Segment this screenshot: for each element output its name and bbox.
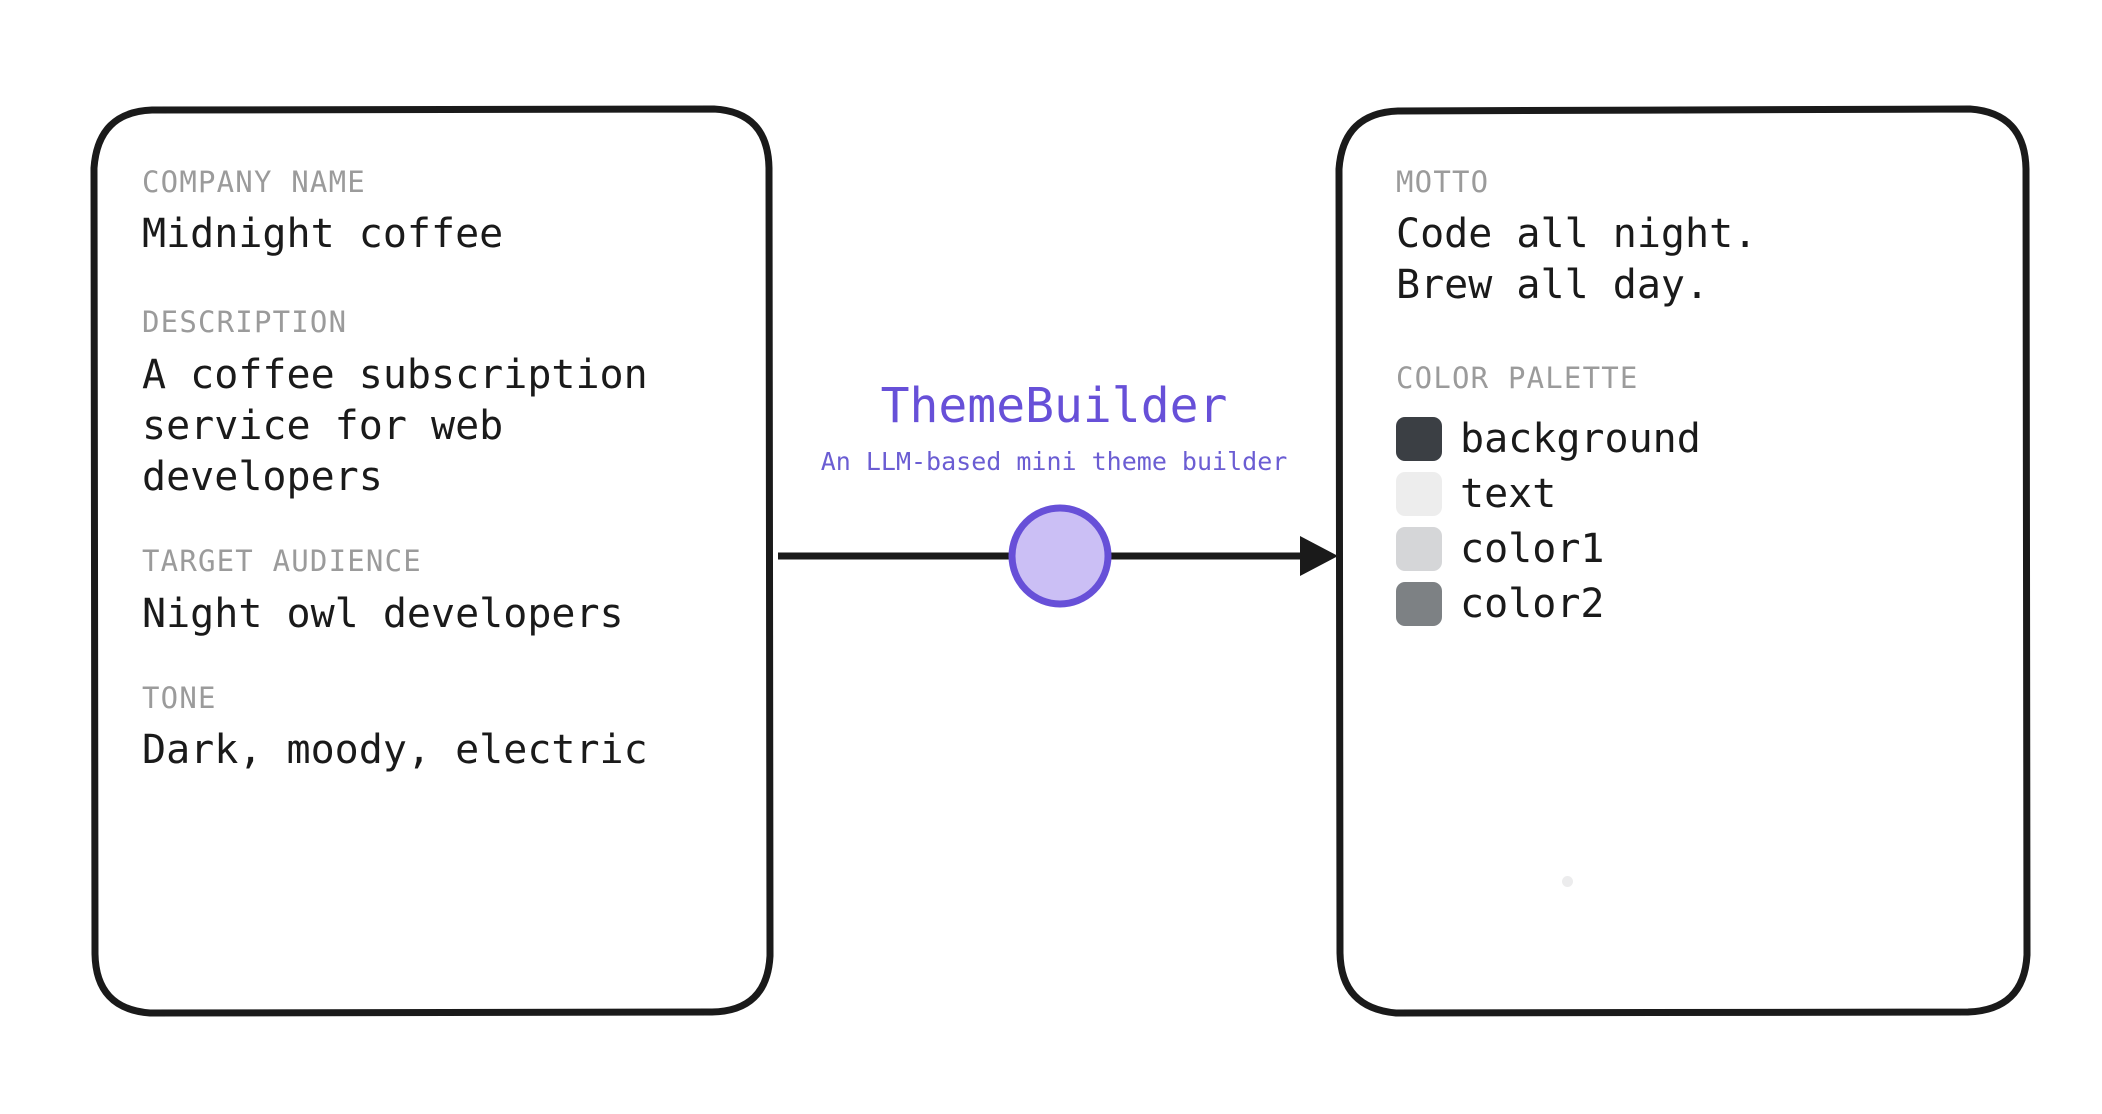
- field-value-company-name: Midnight coffee: [142, 211, 504, 258]
- field-label-target-audience: TARGET AUDIENCE: [142, 544, 422, 579]
- field-motto: MOTTO Code all night. Brew all day.: [1396, 164, 1980, 312]
- color-swatch: [1396, 527, 1442, 572]
- color-swatch-label: color2: [1460, 581, 1605, 628]
- field-description: DESCRIPTION A coffee subscription servic…: [142, 304, 722, 503]
- page-title: ThemeBuilder: [880, 378, 1228, 434]
- input-card-body: COMPANY NAME Midnight coffee DESCRIPTION…: [92, 106, 772, 1016]
- field-label-color-palette: COLOR PALETTE: [1396, 360, 1639, 395]
- color-swatch-label: background: [1460, 416, 1701, 463]
- color-swatch: [1396, 417, 1442, 462]
- field-color-palette: COLOR PALETTE background text color1: [1396, 360, 1980, 632]
- color-swatch: [1396, 582, 1442, 627]
- field-value-motto: Code all night. Brew all day.: [1396, 211, 1758, 309]
- output-card: MOTTO Code all night. Brew all day. COLO…: [1335, 105, 2031, 1017]
- process-node-icon: [1008, 504, 1112, 608]
- brand-block: ThemeBuilder An LLM-based mini theme bui…: [780, 380, 1328, 477]
- field-label-tone: TONE: [142, 680, 217, 715]
- palette-row: background: [1396, 412, 1980, 467]
- field-target-audience: TARGET AUDIENCE Night owl developers: [142, 543, 722, 639]
- flow-connector: [778, 504, 1338, 608]
- output-card-body: MOTTO Code all night. Brew all day. COLO…: [1336, 106, 2030, 1016]
- field-company-name: COMPANY NAME Midnight coffee: [142, 164, 722, 260]
- stray-dot-artifact: [1562, 876, 1573, 887]
- palette-row: text: [1396, 467, 1980, 522]
- field-label-description: DESCRIPTION: [142, 305, 348, 340]
- arrowhead-icon: [1300, 536, 1338, 576]
- color-swatch: [1396, 472, 1442, 517]
- field-label-motto: MOTTO: [1396, 165, 1490, 199]
- color-palette-list: background text color1 color2: [1396, 412, 1980, 632]
- color-swatch-label: color1: [1460, 526, 1605, 573]
- input-card: COMPANY NAME Midnight coffee DESCRIPTION…: [90, 105, 774, 1017]
- field-value-tone: Dark, moody, electric: [142, 726, 648, 773]
- field-value-target-audience: Night owl developers: [142, 590, 624, 637]
- palette-row: color2: [1396, 577, 1980, 632]
- field-value-description: A coffee subscription service for web de…: [142, 351, 648, 501]
- palette-row: color1: [1396, 522, 1980, 577]
- page-subtitle: An LLM-based mini theme builder: [820, 446, 1288, 476]
- color-swatch-label: text: [1460, 471, 1557, 518]
- field-label-company-name: COMPANY NAME: [142, 165, 366, 199]
- field-tone: TONE Dark, moody, electric: [142, 680, 722, 776]
